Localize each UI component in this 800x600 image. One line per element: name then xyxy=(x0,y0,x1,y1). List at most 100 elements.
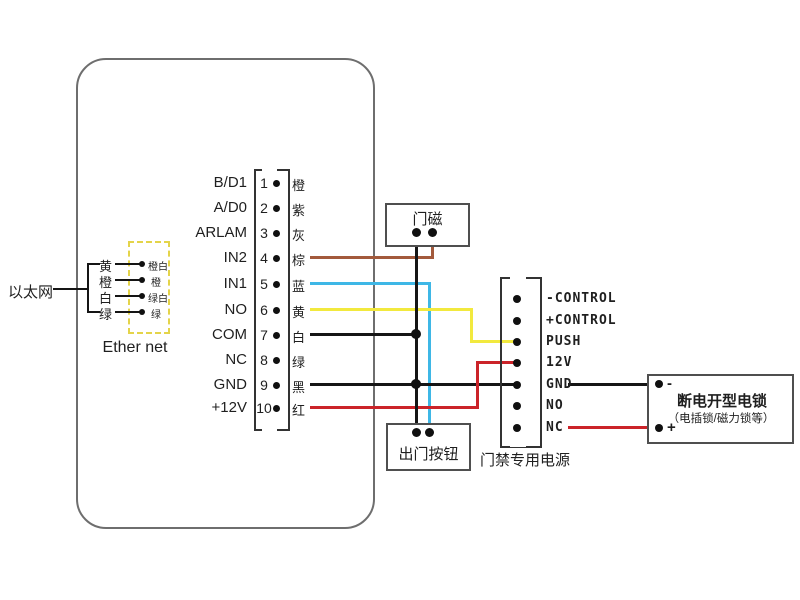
pin-dot xyxy=(273,281,280,288)
pin-wire-color: 紫 xyxy=(292,203,306,218)
pin-dot xyxy=(273,405,280,412)
ethernet-connector-dashed-box xyxy=(128,241,170,334)
junction-dot-com xyxy=(411,329,421,339)
junction-dot-gnd xyxy=(411,379,421,389)
pin-name: IN1 xyxy=(223,275,247,292)
wire-red-12v-horizontal xyxy=(310,406,479,409)
ethernet-bracket xyxy=(87,263,89,313)
door-sensor-label: 门磁 xyxy=(412,211,443,228)
lock-terminal-minus-dot xyxy=(655,380,663,388)
pin-number: 3 xyxy=(260,225,268,241)
wire-yellow-no-vertical xyxy=(470,308,473,343)
ethernet-label-en: Ether net xyxy=(102,339,168,356)
wire-yellow-no-horizontal xyxy=(310,308,473,311)
pin-wire-color: 橙 xyxy=(292,178,306,193)
pin-name: B/D1 xyxy=(213,174,247,191)
pin-dot xyxy=(273,180,280,187)
lock-plus-sign: + xyxy=(667,419,676,436)
power-supply-top-gap xyxy=(510,274,526,282)
power-terminal-label: +CONTROL xyxy=(546,313,617,328)
wire-gnd-to-lock xyxy=(568,383,656,386)
power-terminal-dot-push xyxy=(513,338,521,346)
ethernet-bracket-top-stub xyxy=(87,263,100,265)
wire-blue-in1-horizontal xyxy=(310,282,431,285)
eth-cable-label: 绿 xyxy=(151,310,161,321)
wire-yellow-to-push xyxy=(470,340,516,343)
eth-wire-line xyxy=(115,279,140,281)
power-terminal-label: GND xyxy=(546,377,573,392)
pin-number: 4 xyxy=(260,250,268,266)
pin-wire-color: 黄 xyxy=(292,305,306,320)
eth-wire-label: 橙 xyxy=(99,275,113,290)
eth-cable-label: 绿白 xyxy=(148,294,168,305)
power-terminal-dot-12v xyxy=(513,359,521,367)
wire-blue-in1-vertical xyxy=(428,282,431,433)
pin-number: 9 xyxy=(260,377,268,393)
ethernet-bracket-bottom-stub xyxy=(87,311,100,313)
wire-red-to-12v xyxy=(476,361,516,364)
lock-terminal-plus-dot xyxy=(655,424,663,432)
eth-pin-dot xyxy=(139,277,145,283)
pin-dot xyxy=(273,332,280,339)
door-sensor-terminal-right xyxy=(428,228,437,237)
eth-wire-label: 黄 xyxy=(99,259,113,274)
power-terminal-label: 12V xyxy=(546,355,573,370)
pin-name: GND xyxy=(213,376,247,393)
pin-dot xyxy=(273,307,280,314)
lock-subtitle: （电插锁/磁力锁等） xyxy=(667,413,775,425)
wire-red-12v-vertical xyxy=(476,361,479,409)
pin-wire-color: 棕 xyxy=(292,253,306,268)
wire-nc-to-lock xyxy=(568,426,654,429)
pin-number: 5 xyxy=(260,276,268,292)
exit-button-terminal-left xyxy=(412,428,421,437)
eth-wire-line xyxy=(115,311,140,313)
power-supply-bottom-gap xyxy=(510,439,526,447)
pin-wire-color: 蓝 xyxy=(292,279,306,294)
eth-wire-label: 绿 xyxy=(99,307,113,322)
ethernet-lead-line xyxy=(53,288,88,290)
eth-pin-dot xyxy=(139,261,145,267)
door-sensor-box: 门磁 xyxy=(385,203,470,247)
pin-number: 6 xyxy=(260,302,268,318)
lock-box xyxy=(647,374,794,444)
power-terminal-label: PUSH xyxy=(546,334,582,349)
eth-wire-line xyxy=(115,263,140,265)
terminal-block-bottom-gap xyxy=(262,423,277,431)
wire-com-horizontal xyxy=(310,333,418,336)
terminal-block-top-gap xyxy=(262,166,277,174)
pin-number: 2 xyxy=(260,200,268,216)
pin-wire-color: 白 xyxy=(292,330,306,345)
pin-name: IN2 xyxy=(223,249,247,266)
power-terminal-dot-gnd xyxy=(513,381,521,389)
pin-name: NC xyxy=(225,351,247,368)
pin-name: NO xyxy=(224,301,248,318)
power-terminal-dot-control-plus xyxy=(513,317,521,325)
power-terminal-label: -CONTROL xyxy=(546,291,617,306)
power-terminal-label: NO xyxy=(546,398,564,413)
pin-number: 8 xyxy=(260,352,268,368)
pin-dot xyxy=(273,255,280,262)
pin-number: 10 xyxy=(256,400,272,416)
eth-cable-label: 橙 xyxy=(151,278,161,289)
pin-wire-color: 绿 xyxy=(292,355,306,370)
eth-wire-label: 白 xyxy=(99,291,113,306)
pin-name: COM xyxy=(212,326,247,343)
eth-wire-line xyxy=(115,295,140,297)
power-supply-box xyxy=(500,277,542,448)
exit-button-label: 出门按钮 xyxy=(398,446,459,463)
pin-wire-color: 灰 xyxy=(292,228,306,243)
power-terminal-dot-no xyxy=(513,402,521,410)
pin-dot xyxy=(273,205,280,212)
pin-dot xyxy=(273,382,280,389)
pin-name: +12V xyxy=(211,399,247,416)
pin-name: ARLAM xyxy=(195,224,247,241)
pin-dot xyxy=(273,357,280,364)
lock-title: 断电开型电锁 xyxy=(676,393,767,410)
access-controller-outline xyxy=(76,58,375,529)
pin-number: 7 xyxy=(260,327,268,343)
ethernet-label-cn: 以太网 xyxy=(8,284,54,301)
eth-cable-label: 橙白 xyxy=(148,262,168,273)
exit-button-terminal-right xyxy=(425,428,434,437)
lock-minus-sign: - xyxy=(667,375,672,392)
